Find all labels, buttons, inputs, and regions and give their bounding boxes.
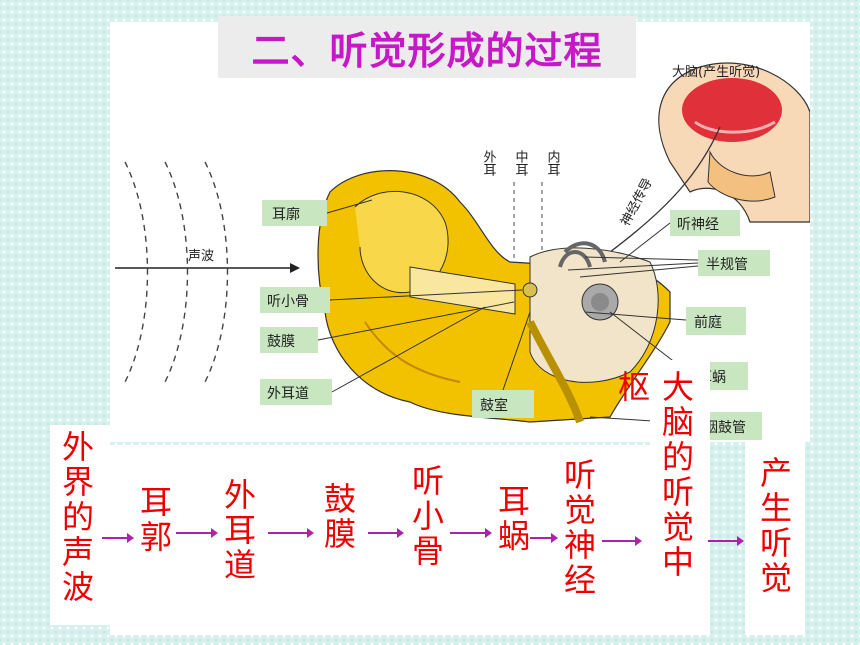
svg-text:外耳道: 外耳道	[267, 386, 309, 402]
flow-step-brain-center: 大脑的听觉中	[657, 370, 695, 580]
flow-step-cochlea: 耳蜗	[493, 484, 531, 554]
nerve-path-line	[609, 126, 721, 253]
label-eardrum: 鼓膜	[260, 301, 515, 353]
label-ear-canal: 外耳道	[260, 306, 486, 405]
ear-illustration	[317, 170, 671, 424]
svg-text:听神经: 听神经	[677, 217, 719, 233]
svg-text:鼓膜: 鼓膜	[267, 334, 295, 350]
label-vestibule: 前庭	[584, 307, 746, 335]
label-auditory-nerve: 听神经	[619, 210, 740, 263]
flow-arrow-8	[708, 535, 744, 547]
flow-box-1	[50, 425, 110, 625]
flow-step-eardrum: 鼓膜	[319, 482, 357, 552]
label-auricle: 耳廓	[262, 199, 373, 226]
flow-step-ossicles: 听小骨	[407, 464, 445, 569]
flow-step-auditory-nerve: 听觉神经	[559, 458, 597, 598]
label-ossicles: 听小骨	[260, 287, 523, 313]
flow-arrow-4	[368, 527, 404, 539]
flow-arrow-5	[450, 527, 492, 539]
flow-box-8	[650, 360, 710, 635]
flow-arrow-2	[176, 527, 218, 539]
ear-anatomy-diagram: 大脑(产生听觉) 神经传导 外耳 中耳 内耳 声波	[110, 22, 810, 442]
flow-step-external-sound: 外界的声波	[57, 430, 95, 605]
flow-box-9	[745, 440, 805, 635]
region-middle-label: 中耳	[513, 150, 529, 176]
flow-strip	[110, 445, 650, 635]
region-outer-label: 外耳	[481, 150, 497, 176]
sound-wave-label: 声波	[188, 249, 214, 264]
label-semicircular: 半规管	[567, 250, 770, 278]
flow-step-ear-canal: 外耳道	[219, 478, 257, 583]
sound-waves	[124, 161, 229, 383]
flow-arrow-1	[102, 532, 134, 544]
flow-arrow-6	[530, 532, 558, 544]
svg-text:耳廓: 耳廓	[272, 206, 300, 223]
region-inner-label: 内耳	[545, 149, 561, 176]
flow-arrow-7	[602, 535, 642, 547]
flow-step-brain-center-end: 枢	[613, 370, 651, 405]
title-banner: 二、听觉形成的过程	[218, 16, 636, 78]
brain-shape	[682, 78, 782, 142]
svg-text:鼓室: 鼓室	[480, 397, 508, 414]
svg-text:半规管: 半规管	[706, 257, 748, 273]
eustachian-tube-shape	[526, 320, 584, 424]
ear-anatomy-svg: 大脑(产生听觉) 神经传导 外耳 中耳 内耳 声波	[115, 62, 810, 440]
label-eustachian: 咽鼓管	[589, 412, 762, 440]
ear-canal-shape	[409, 266, 516, 315]
flow-arrow-3	[268, 527, 314, 539]
page-title: 二、听觉形成的过程	[251, 28, 603, 73]
svg-text:咽鼓管: 咽鼓管	[704, 420, 746, 436]
flow-step-hearing: 产生听觉	[755, 456, 793, 596]
nerve-path-label: 神经传导	[618, 176, 656, 229]
flow-step-auricle: 耳郭	[135, 485, 173, 555]
brain-caption: 大脑(产生听觉)	[672, 65, 760, 80]
svg-text:前庭: 前庭	[694, 314, 722, 331]
svg-text:听小骨: 听小骨	[267, 294, 309, 310]
head-illustration	[658, 62, 810, 223]
label-tympanic-cavity: 鼓室	[472, 311, 534, 418]
